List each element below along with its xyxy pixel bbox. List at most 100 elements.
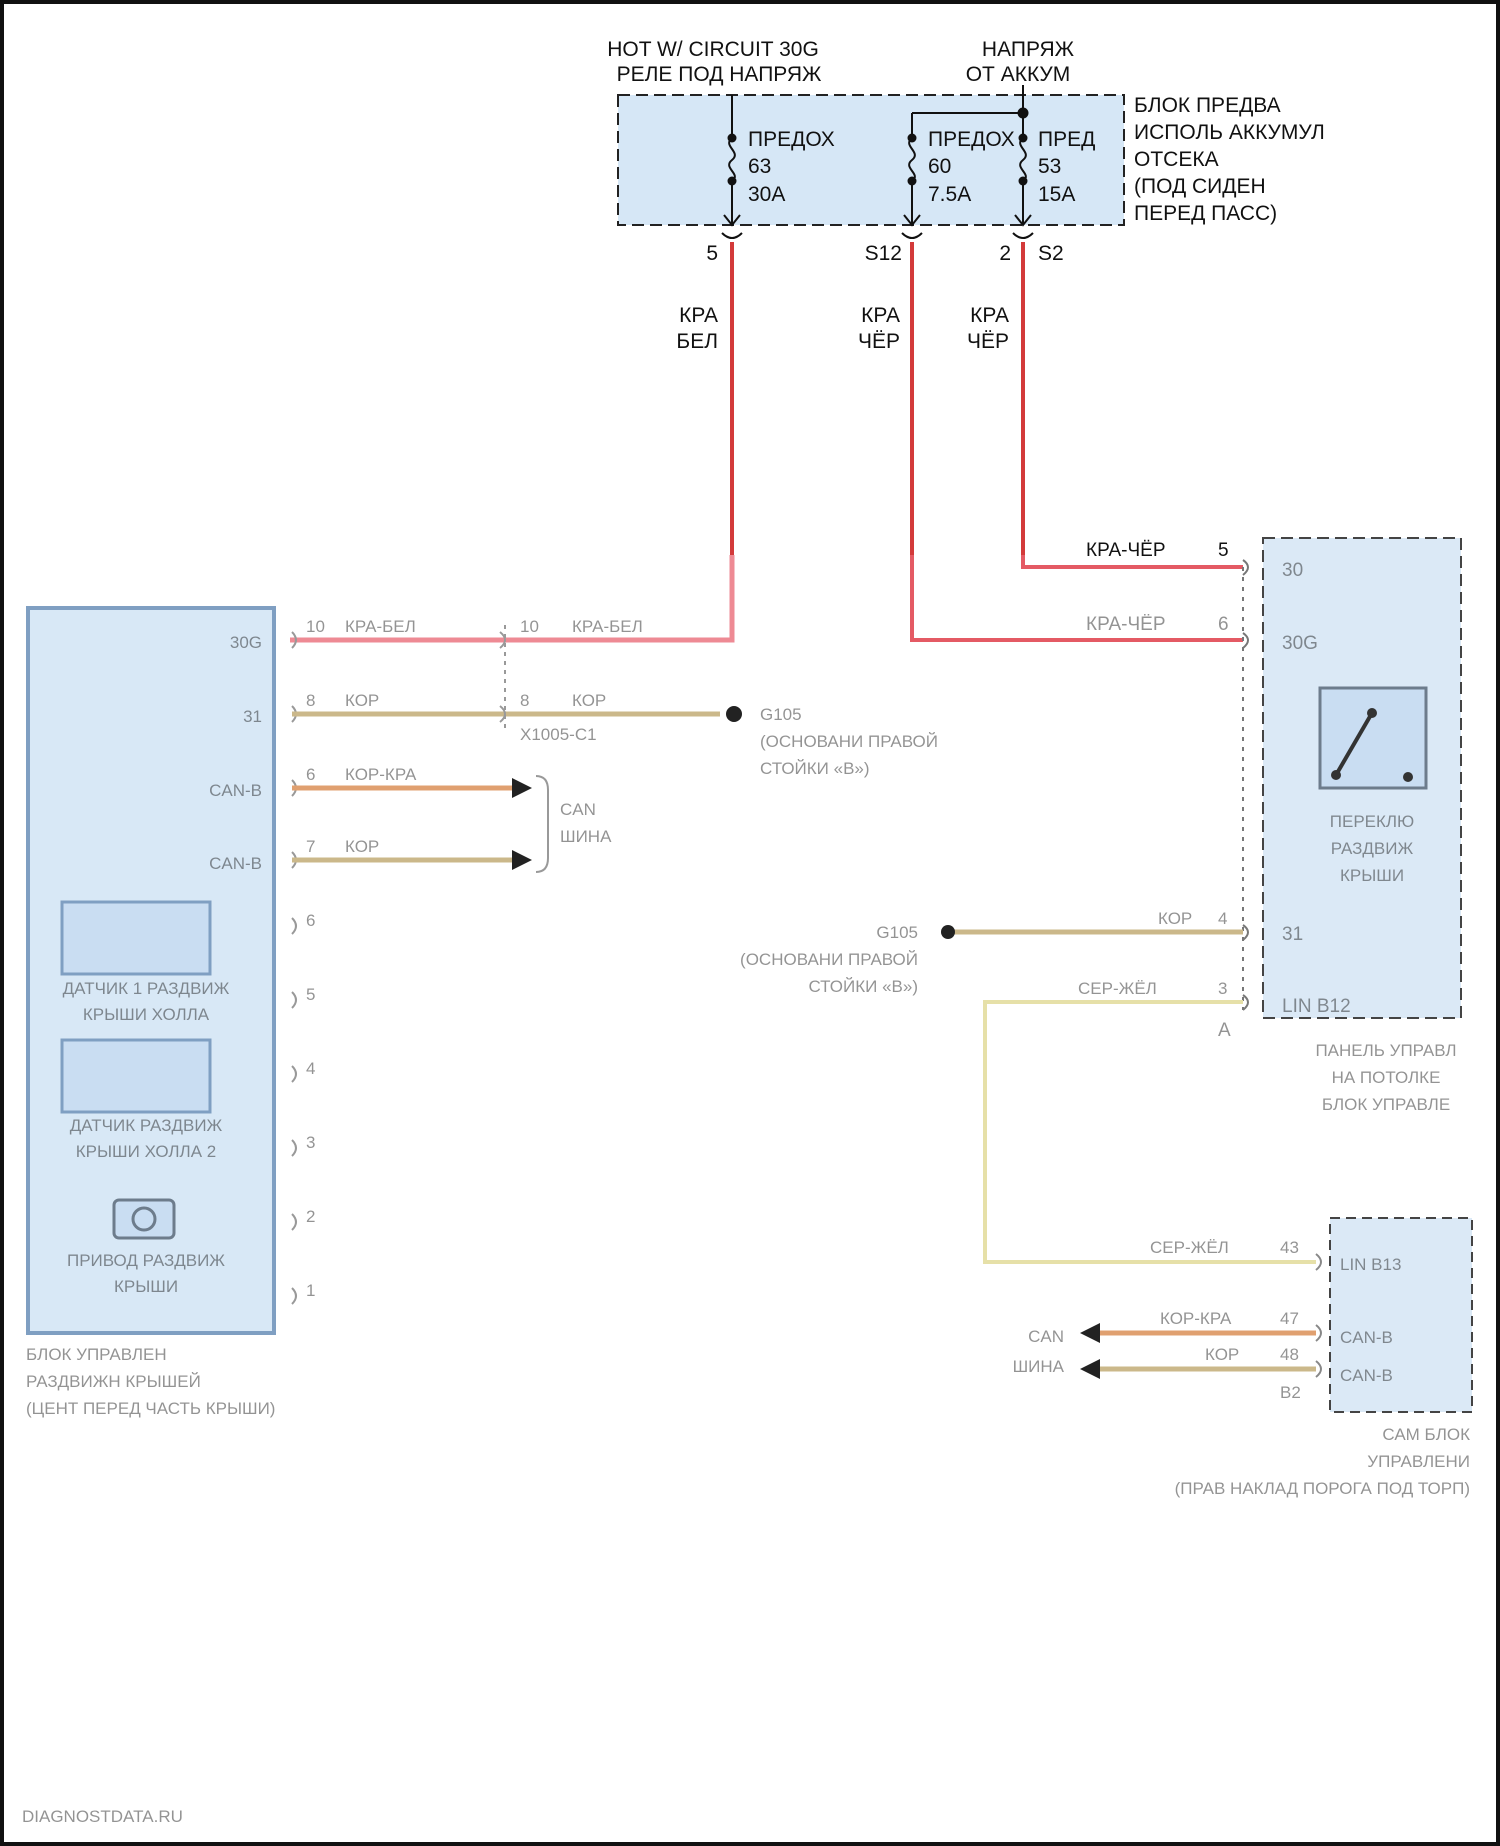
panel-label-line2: НА ПОТОЛКЕ [1332, 1068, 1441, 1087]
hall-sensor-2-label-line2: КРЫШИ ХОЛЛА 2 [76, 1142, 216, 1161]
hall-sensor-1-label-line1: ДАТЧИК 1 РАЗДВИЖ [63, 979, 230, 998]
motor-label-line1: ПРИВОД РАЗДВИЖ [67, 1251, 225, 1270]
inline-connector-name: X1005-C1 [520, 725, 597, 744]
left-ground-label-line1: G105 [760, 705, 802, 724]
left-module-label-line1: БЛОК УПРАВЛЕН [26, 1345, 167, 1364]
fuse-53-number: 53 [1038, 155, 1061, 178]
fuse-63-number: 63 [748, 155, 771, 178]
sam-label-line1: САМ БЛОК [1382, 1425, 1470, 1444]
switch-label-line3: КРЫШИ [1340, 866, 1404, 885]
panel-label-line1: ПАНЕЛЬ УПРАВЛ [1315, 1041, 1456, 1060]
panel-connector-letter: A [1218, 1020, 1231, 1041]
panel-wire-second-pin: 6 [1218, 614, 1229, 635]
sam-connector: B2 [1280, 1383, 1301, 1402]
fuse-60-name: ПРЕДОХ [928, 128, 1015, 151]
panel-ground-label-line2: (ОСНОВАНИ ПРАВОЙ [740, 950, 918, 969]
panel-ground-label-line1: G105 [876, 923, 918, 942]
left-pin-30g: 30G [230, 633, 262, 652]
wire3-color-line2: ЧЁР [967, 330, 1009, 353]
lin-wire-color: СЕР-ЖЁЛ [1078, 979, 1157, 998]
roof-switch-icon [1320, 688, 1426, 788]
fuse-53-pin: 2 [999, 242, 1011, 265]
fuse-block-label-line4: (ПОД СИДЕН [1134, 175, 1266, 198]
right-header-line2: ОТ АККУМ [966, 63, 1071, 86]
hall-sensor-1-label-line2: КРЫШИ ХОЛЛА [83, 1005, 210, 1024]
left-pin-can-b-2: CAN-B [209, 854, 262, 873]
sam-label-line3: (ПРАВ НАКЛАД ПОРОГА ПОД ТОРП) [1175, 1479, 1470, 1498]
wire1-color-line2: БЕЛ [676, 330, 718, 353]
left-ground-label-line3: СТОЙКИ «B») [760, 759, 870, 778]
left-pin-can-b-1: CAN-B [209, 781, 262, 800]
sam-can-label-line2: ШИНА [1013, 1357, 1065, 1376]
fuse-53-name: ПРЕД [1038, 128, 1095, 151]
fuse-60-connector: S12 [865, 242, 902, 265]
inline-pin-8: 8 [520, 691, 529, 710]
panel-ground-label-line3: СТОЙКИ «B») [808, 977, 918, 996]
fuse-60-rating: 7.5A [928, 183, 971, 206]
hall-sensor-1-icon [62, 902, 210, 974]
left-ground-label-line2: (ОСНОВАНИ ПРАВОЙ [760, 732, 938, 751]
panel-ground-wire-color: КОР [1158, 909, 1192, 928]
inline-pin-10: 10 [520, 617, 539, 636]
left-pin-31: 31 [243, 707, 262, 726]
left-pin-number-2: 2 [306, 1207, 315, 1226]
switch-label-line1: ПЕРЕКЛЮ [1330, 812, 1414, 831]
left-pin-number-1: 1 [306, 1281, 315, 1300]
fuse-53-connector: S2 [1038, 242, 1064, 265]
right-header-line1: НАПРЯЖ [982, 38, 1075, 61]
watermark: DIAGNOSTDATA.RU [22, 1807, 183, 1826]
fuse-63-name: ПРЕДОХ [748, 128, 835, 151]
panel-pin-30: 30 [1282, 560, 1303, 581]
sam-pin-number-48: 48 [1280, 1345, 1299, 1364]
sam-pin-number-43: 43 [1280, 1238, 1299, 1257]
left-can-label-line2: ШИНА [560, 827, 612, 846]
hall-sensor-2-icon [62, 1040, 210, 1112]
left-pin-number-8: 8 [306, 691, 315, 710]
left-can-label-line1: CAN [560, 800, 596, 819]
left-pin-number-6b: 6 [306, 911, 315, 930]
left-module-label-line2: РАЗДВИЖН КРЫШЕЙ [26, 1372, 201, 1391]
left-pin-number-4: 4 [306, 1059, 315, 1078]
inline-wire-30g-color: КРА-БЕЛ [572, 617, 643, 636]
fuse-block-label-line5: ПЕРЕД ПАСС) [1134, 202, 1277, 225]
left-pin-number-3: 3 [306, 1133, 315, 1152]
inline-wire-31-color: КОР [572, 691, 606, 710]
sam-can-wire-2-color: КОР [1205, 1345, 1239, 1364]
panel-pin-31: 31 [1282, 924, 1303, 945]
left-ground-point [726, 706, 742, 722]
hall-sensor-2-label-line1: ДАТЧИК РАЗДВИЖ [70, 1116, 223, 1135]
lin-wire-pin: 3 [1218, 979, 1227, 998]
panel-wire-top-color: КРА-ЧЁР [1086, 540, 1166, 561]
panel-pin-lin: LIN B12 [1282, 996, 1351, 1017]
fuse-60-number: 60 [928, 155, 951, 178]
sam-pin-number-47: 47 [1280, 1309, 1299, 1328]
sam-label-line2: УПРАВЛЕНИ [1367, 1452, 1470, 1471]
motor-label-line2: КРЫШИ [114, 1277, 178, 1296]
panel-wire-top-pin: 5 [1218, 540, 1229, 561]
wire3-color-line1: КРА [970, 304, 1009, 327]
left-module-label-line3: (ЦЕНТ ПЕРЕД ЧАСТЬ КРЫШИ) [26, 1399, 275, 1418]
fuse-block-label-line1: БЛОК ПРЕДВА [1134, 94, 1281, 117]
left-header-line1: HOT W/ CIRCUIT 30G [607, 38, 819, 61]
panel-wire-second-color: КРА-ЧЁР [1086, 614, 1166, 635]
left-pin-number-10: 10 [306, 617, 325, 636]
fuse-63-pin: 5 [706, 242, 718, 265]
fuse-53-rating: 15A [1038, 183, 1075, 206]
sam-can-label-line1: CAN [1028, 1327, 1064, 1346]
left-wire-can2-color: КОР [345, 837, 379, 856]
wire2-color-line2: ЧЁР [858, 330, 900, 353]
fuse-block-label-line3: ОТСЕКА [1134, 148, 1219, 171]
wire2-color-line1: КРА [861, 304, 900, 327]
fuse-block-label-line2: ИСПОЛЬ АККУМУЛ [1134, 121, 1325, 144]
panel-label-line3: БЛОК УПРАВЛЕ [1322, 1095, 1450, 1114]
left-pin-number-7: 7 [306, 837, 315, 856]
sam-pin-can-b-1: CAN-B [1340, 1328, 1393, 1347]
sam-pin-lin: LIN B13 [1340, 1255, 1401, 1274]
panel-pin-30g: 30G [1282, 633, 1318, 654]
sam-lin-wire-color: СЕР-ЖЁЛ [1150, 1238, 1229, 1257]
left-pin-number-5: 5 [306, 985, 315, 1004]
panel-ground-pin: 4 [1218, 909, 1227, 928]
fuse-63-rating: 30A [748, 183, 785, 206]
wire1-color-line1: КРА [679, 304, 718, 327]
